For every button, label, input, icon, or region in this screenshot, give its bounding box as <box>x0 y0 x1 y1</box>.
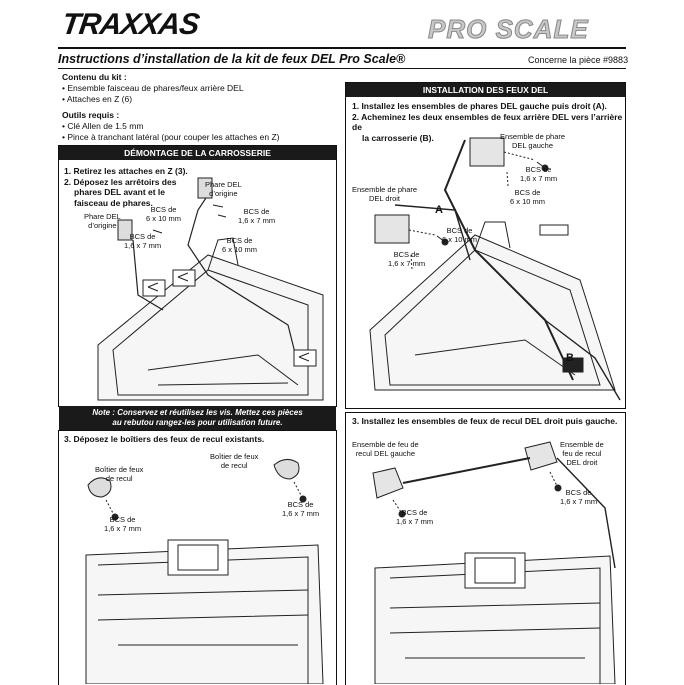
reuse-screws-note: Note : Conservez et réutilisez les vis. … <box>59 406 336 430</box>
kit-heading: Contenu du kit : <box>62 72 127 82</box>
page-title: Instructions d’installation de la kit de… <box>58 52 406 66</box>
reverse-light-install-illustration <box>372 441 616 684</box>
kit-contents: Contenu du kit : • Ensemble faisceau de … <box>62 72 280 143</box>
disassembly-steps: 1. Retirez les attaches en Z (3). 2. Dép… <box>64 166 188 208</box>
product-line-logo: PRO SCALE <box>428 14 589 45</box>
tool-item: • Clé Allen de 1.5 mm <box>62 121 144 131</box>
disassembly-heading: DÉMONTAGE DE LA CARROSSERIE <box>59 146 336 160</box>
reverse-light-install-panel <box>345 412 626 685</box>
step3-install: 3. Installez les ensembles de feux de re… <box>352 416 618 426</box>
installation-illustration <box>369 137 621 401</box>
kit-item: • Ensemble faisceau de phares/feux arriè… <box>62 83 244 93</box>
title-rule <box>58 68 626 69</box>
step3-removal: 3. Déposez le boîtiers des feux de recul… <box>64 434 265 444</box>
header-rule <box>58 47 626 49</box>
callout-b: B <box>566 352 574 364</box>
reverse-light-removal-illustration <box>85 459 324 684</box>
disassembly-illustration <box>97 177 324 401</box>
tools-heading: Outils requis : <box>62 110 120 120</box>
installation-panel: INSTALLATION DES FEUX DEL <box>345 82 626 409</box>
reverse-light-removal-panel <box>58 430 337 685</box>
installation-steps: 1. Installez les ensembles de phares DEL… <box>352 101 623 143</box>
brand-logo: TRAXXAS <box>59 8 201 41</box>
tool-item: • Pince à tranchant latéral (pour couper… <box>62 132 280 142</box>
installation-heading: INSTALLATION DES FEUX DEL <box>346 83 625 97</box>
part-reference: Concerne la pièce #9883 <box>528 55 629 65</box>
kit-item: • Attaches en Z (6) <box>62 94 133 104</box>
callout-a: A <box>435 204 443 216</box>
